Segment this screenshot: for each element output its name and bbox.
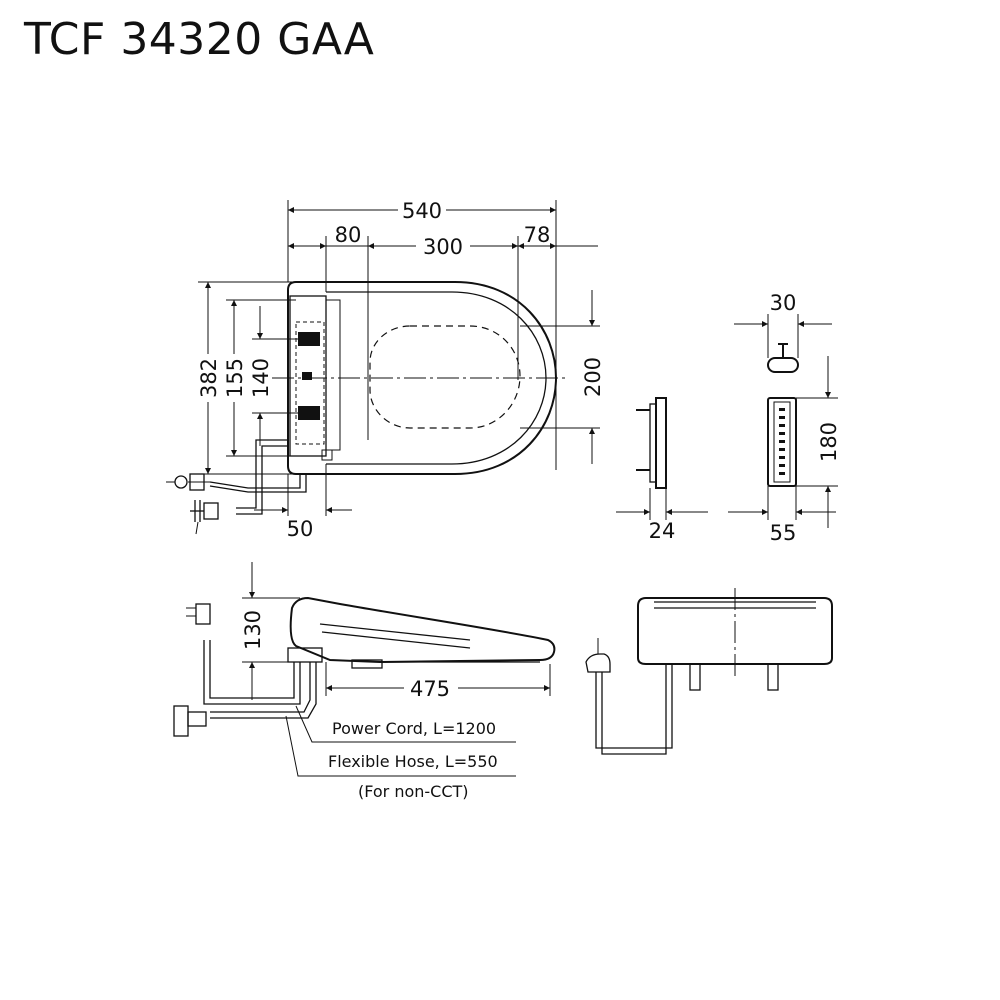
remote-button — [779, 424, 785, 427]
foot-right-icon — [767, 663, 779, 691]
dim-span-155: 155 — [223, 358, 247, 398]
dim-overall-width: 382 — [197, 358, 221, 398]
dim-rear-depth: 50 — [287, 517, 314, 541]
top-view: 540 80 300 78 382 155 — [166, 199, 605, 541]
side-hose-a — [210, 662, 311, 713]
dim-remote-thickness: 24 — [649, 519, 676, 543]
valve-handle — [194, 500, 201, 522]
bolt-upper — [298, 332, 320, 346]
dim-side-height: 130 — [241, 610, 265, 650]
dim-side-length: 475 — [410, 677, 450, 701]
side-cord-b — [203, 640, 301, 705]
remote-button — [779, 456, 785, 459]
side-base — [287, 647, 323, 663]
mount-plate — [295, 321, 325, 445]
leader-power-cord — [295, 705, 516, 743]
dim-holder-width: 30 — [770, 291, 797, 315]
remote-holder-icon — [767, 357, 799, 373]
remote-body — [767, 397, 797, 487]
dim-opening-width: 200 — [581, 357, 605, 397]
seat-outer-outline — [287, 281, 558, 475]
rear-panel — [325, 299, 341, 451]
note-flexible-hose: Flexible Hose, L=550 — [328, 752, 498, 771]
side-valve-body — [187, 711, 207, 727]
front-cord-a — [595, 664, 673, 749]
side-valve-icon — [173, 705, 189, 737]
front-plug-icon — [585, 653, 611, 673]
remote-bracket — [649, 403, 657, 483]
remote-button — [779, 408, 785, 411]
front-feet — [689, 663, 779, 691]
dim-front-offset: 78 — [524, 223, 551, 247]
stop-valve-icon — [203, 502, 219, 520]
note-power-cord: Power Cord, L=1200 — [332, 719, 496, 738]
side-hose-b — [210, 662, 317, 719]
remote-button — [779, 464, 785, 467]
power-plug-icon — [174, 475, 188, 489]
seat-side-profile — [289, 596, 556, 664]
foot-left-icon — [689, 663, 701, 691]
remote-panel — [773, 401, 791, 483]
plug-connector — [189, 473, 205, 491]
dim-bolt-span: 300 — [423, 235, 463, 259]
side-plug-icon — [195, 603, 211, 625]
cord-route-a — [209, 474, 301, 489]
center-sensor — [302, 372, 312, 380]
front-view — [585, 588, 833, 755]
seat-side-line-a — [319, 623, 471, 641]
bolt-lower — [298, 406, 320, 420]
seat-side-line-b — [321, 631, 471, 649]
dim-rear-offset: 80 — [335, 223, 362, 247]
corner-detail — [321, 449, 333, 461]
remote-button — [779, 416, 785, 419]
remote-buttons — [779, 408, 785, 475]
valve-tail — [195, 521, 199, 535]
remote-side-body — [655, 397, 667, 489]
note-non-cct: (For non-CCT) — [358, 782, 469, 801]
remote-button — [779, 448, 785, 451]
dim-remote-width: 55 — [770, 521, 797, 545]
dim-overall-length: 540 — [402, 199, 442, 223]
seat-front-body — [637, 597, 833, 665]
remote-button — [779, 472, 785, 475]
dim-span-140: 140 — [249, 358, 273, 398]
dim-remote-height: 180 — [817, 422, 841, 462]
model-title: TCF 34320 GAA — [24, 14, 375, 65]
remote-side-view: 24 — [616, 397, 708, 543]
front-cord-b — [601, 664, 667, 755]
remote-front-view: 30 180 55 — [728, 291, 841, 545]
side-view: 130 475 Power Cord, L=1200 Flexible Hose… — [173, 562, 556, 801]
cord-route-b — [209, 474, 307, 493]
leader-flexible-hose — [285, 715, 516, 777]
seat-opening-outline — [369, 325, 521, 429]
remote-button — [779, 440, 785, 443]
side-hinge — [351, 659, 383, 669]
remote-button — [779, 432, 785, 435]
hose-route-b — [236, 445, 288, 515]
